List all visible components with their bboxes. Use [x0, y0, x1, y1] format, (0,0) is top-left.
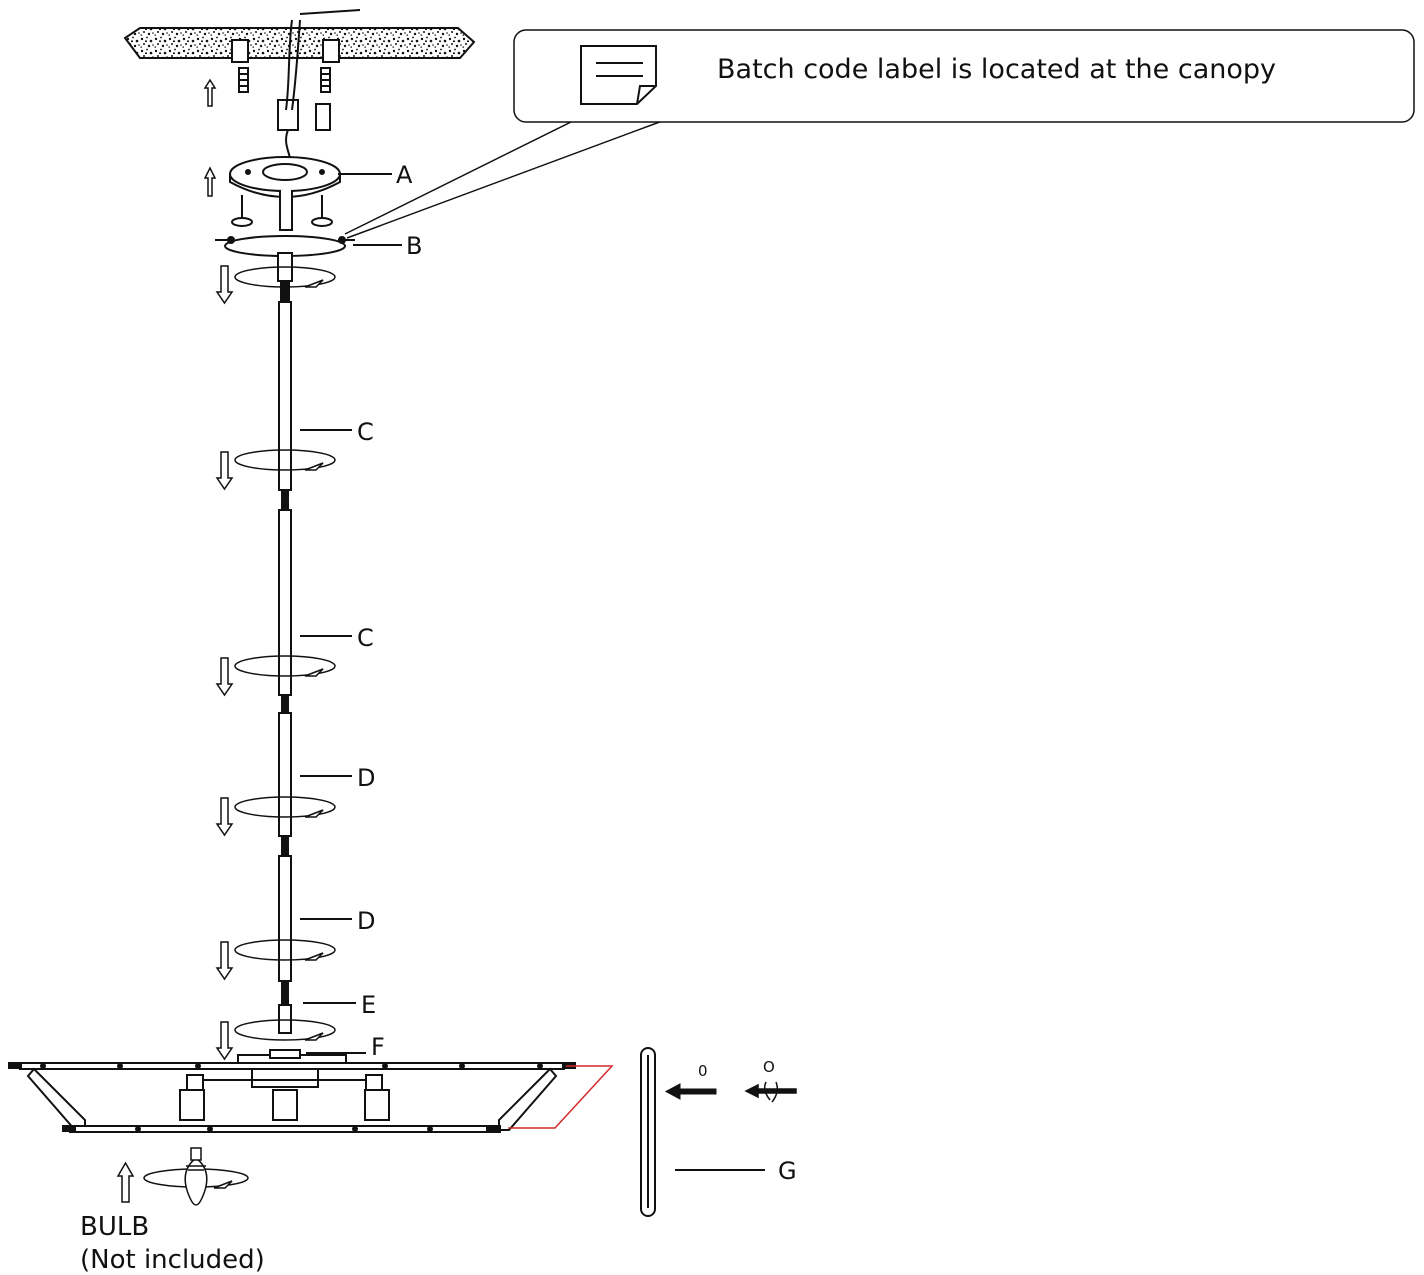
batch-code-callout: Batch code label is located at the canop…: [513, 29, 1415, 123]
rotate-arrow-icon: [234, 266, 336, 288]
label-b: B: [406, 232, 422, 260]
callout-pointer: [346, 119, 666, 239]
rotate-arrow-icon: [234, 796, 336, 818]
panel-connector-lines: [508, 1065, 614, 1129]
glass-panel: [640, 1047, 656, 1217]
label-c2: C: [357, 624, 374, 652]
canopy-coupler: [277, 252, 293, 304]
rod-d-1: [278, 712, 292, 857]
fixture-frame: [19, 1049, 565, 1133]
clip-open-mark: O: [763, 1058, 775, 1076]
label-f: F: [371, 1033, 385, 1061]
rotate-clip-icon: [744, 1081, 797, 1103]
wall-anchor-left: [238, 67, 249, 93]
up-arrow-icon: [203, 166, 217, 197]
rotate-arrow-icon: [234, 655, 336, 677]
up-arrow-icon: [116, 1161, 135, 1203]
clip-closed-mark: 0: [698, 1062, 708, 1080]
down-arrow-icon: [215, 797, 234, 837]
bulb-note: (Not included): [80, 1245, 265, 1275]
label-d2: D: [357, 907, 375, 935]
label-d1: D: [357, 764, 375, 792]
light-cluster: [179, 1068, 390, 1121]
ceiling: [123, 27, 476, 63]
fixture-rivets: [8, 1062, 576, 1132]
rod-c-1: [278, 301, 292, 511]
callout-pointer: [344, 119, 576, 235]
rod-e: [278, 1004, 292, 1034]
down-arrow-icon: [215, 657, 234, 697]
label-sticker-icon: [580, 45, 657, 105]
down-arrow-icon: [215, 451, 234, 491]
label-g: G: [778, 1157, 797, 1185]
rotate-arrow-icon: [234, 1019, 336, 1041]
down-arrow-icon: [215, 1021, 234, 1061]
wall-anchor-right: [320, 67, 331, 93]
rod-d-2: [278, 855, 292, 1006]
rotate-arrow-icon: [234, 449, 336, 471]
bulb-label: BULB: [80, 1212, 149, 1242]
rotate-arrow-icon: [234, 939, 336, 961]
callout-text: Batch code label is located at the canop…: [717, 54, 1276, 85]
bulb-icon: [143, 1147, 249, 1206]
label-c1: C: [357, 418, 374, 446]
down-arrow-icon: [215, 265, 234, 305]
rod-c-2: [278, 509, 292, 714]
insert-arrow-icon: [664, 1083, 717, 1100]
label-e: E: [361, 991, 376, 1019]
down-arrow-icon: [215, 941, 234, 981]
mounting-plate: [229, 156, 341, 231]
label-a: A: [396, 161, 413, 189]
up-arrow-icon: [203, 78, 217, 107]
